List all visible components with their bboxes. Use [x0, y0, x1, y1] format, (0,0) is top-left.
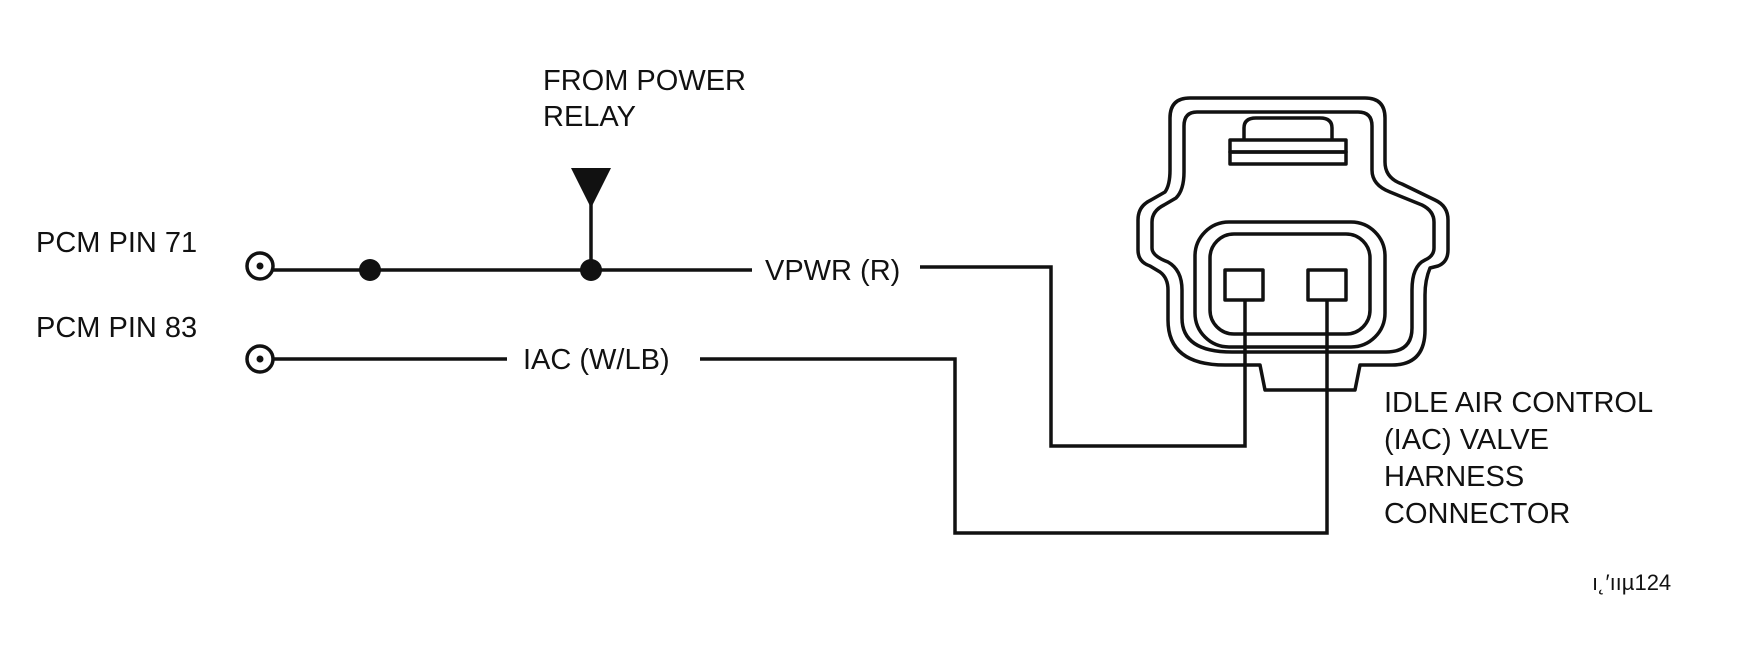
from-power-relay-label-line2: RELAY: [543, 101, 636, 133]
connector-label-line4: CONNECTOR: [1384, 498, 1570, 530]
vpwr-wire-label: VPWR (R): [765, 255, 900, 287]
connector-label-line2: (IAC) VALVE: [1384, 424, 1549, 456]
vpwr-wire-right: [920, 265, 1247, 448]
power-relay-arrow-icon: [571, 168, 611, 208]
pin-83-terminal: [245, 344, 275, 374]
figure-code: ı˛′ııµ124: [1592, 570, 1671, 595]
connector-label-line3: HARNESS: [1384, 461, 1524, 493]
pcm-pin-71-label: PCM PIN 71: [36, 227, 197, 259]
from-power-relay-label-line1: FROM POWER: [543, 65, 746, 97]
splice-dot-1: [359, 259, 381, 281]
iac-harness-connector: [1136, 96, 1450, 392]
connector-label-line1: IDLE AIR CONTROL: [1384, 387, 1653, 419]
pin-71-terminal: [245, 251, 275, 281]
iac-wire-right: [700, 300, 1329, 535]
pcm-pin-83-label: PCM PIN 83: [36, 312, 197, 344]
iac-wire-label: IAC (W/LB): [523, 344, 670, 376]
